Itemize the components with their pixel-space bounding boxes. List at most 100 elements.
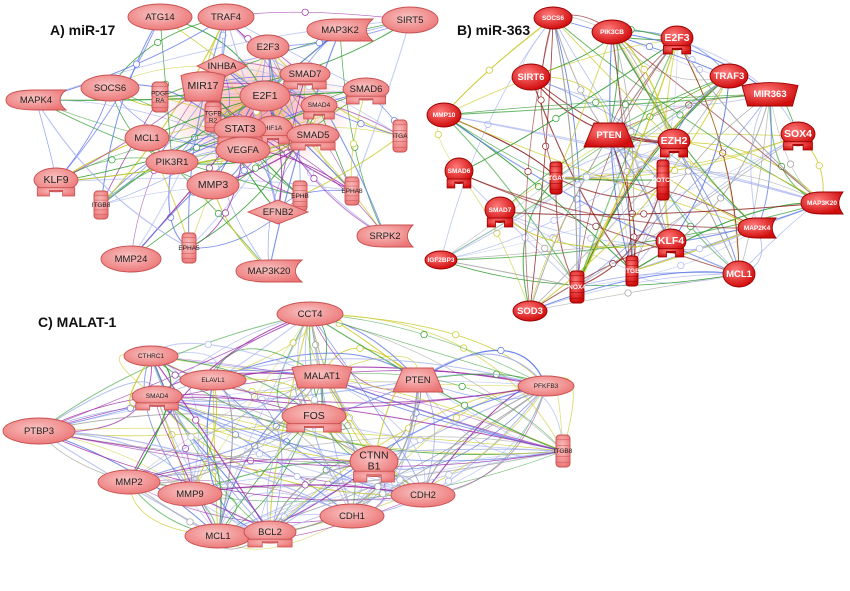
panel-b-node-smad6[interactable]: SMAD6	[444, 157, 474, 189]
panel-c-node-smad4[interactable]: SMAD4	[131, 385, 183, 411]
panel-a-node-mmp3[interactable]: MMP3	[186, 170, 240, 200]
panel-a-node-mcl1[interactable]: MCL1	[124, 124, 170, 152]
panel-a-node-vegfa[interactable]: VEGFA	[215, 136, 271, 164]
panel-b-edge	[443, 114, 823, 204]
panel-b-node-mcl1[interactable]: MCL1	[722, 260, 756, 288]
panel-a-node-traf4[interactable]: TRAF4	[197, 3, 255, 31]
panel-c-node-cdh2[interactable]: CDH2	[390, 482, 456, 508]
panel-c-node-shape	[131, 385, 183, 407]
panel-c-node-shape	[349, 445, 399, 478]
panel-c-edge-marker	[416, 436, 424, 444]
panel-c-node-mmp9[interactable]: MMP9	[157, 481, 223, 507]
panel-c-node-itgb8[interactable]: ITGB8	[554, 434, 573, 468]
panel-a-edge	[100, 16, 227, 206]
panel-a-node-smad5[interactable]: SMAD5	[286, 123, 340, 151]
panel-a-node-epha5[interactable]: EPHA5	[178, 232, 200, 264]
panel-b-node-label: SMAD7	[489, 206, 512, 213]
panel-b-node-map3k20[interactable]: MAP3K20	[800, 191, 844, 215]
panel-b-edge-marker	[786, 160, 795, 168]
panel-c-node-label: CDH2	[410, 490, 436, 501]
panel-c-node-cct4[interactable]: CCT4	[276, 301, 344, 327]
panel-a-node-socs6[interactable]: SOCS6	[80, 74, 140, 102]
panel-a-node-mir17[interactable]: MIR17	[180, 71, 226, 102]
panel-b-edge	[529, 75, 730, 312]
panel-a-node-efnb2[interactable]: EFNB2	[246, 199, 310, 225]
panel-b-edge	[443, 93, 771, 116]
panel-a-node-label: EPHA8	[341, 188, 363, 195]
panel-b-node-klf4[interactable]: KLF4	[655, 228, 687, 258]
panel-c-node-cdh1[interactable]: CDH1	[319, 503, 385, 529]
panel-c-node-elavl1[interactable]: ELAVL1	[179, 369, 247, 391]
panel-a-node-itgb8[interactable]: ITGB8	[92, 190, 111, 220]
panel-a-node-sirt5[interactable]: SIRT5	[381, 6, 439, 34]
panel-a-node-srpk2[interactable]: SRPK2	[356, 224, 415, 248]
panel-a-node-klf9[interactable]: KLF9	[33, 167, 79, 197]
panel-c-node-shape	[157, 481, 223, 507]
panel-c-node-fos[interactable]: FOS	[281, 403, 347, 433]
panel-b-node-smad7[interactable]: SMAD7	[484, 196, 516, 228]
panel-b-node-pik3cb[interactable]: PIK3CB	[591, 19, 633, 45]
panel-b-node-shape	[533, 6, 573, 30]
panel-b-node-label: E2F3	[664, 32, 689, 44]
panel-b-edge	[529, 271, 740, 312]
panel-b-node-notch[interactable]: NOTCH	[651, 159, 675, 201]
panel-b-node-sox4[interactable]: SOX4	[780, 121, 816, 151]
panel-b-node-traf3[interactable]: TRAF3	[709, 63, 749, 89]
panel-c-edge	[38, 430, 353, 517]
panel-a-node-smad6[interactable]: SMAD6	[342, 77, 390, 105]
panel-a-node-map3k2[interactable]: MAP3K2	[306, 18, 375, 42]
panel-a-tf-base	[346, 95, 386, 105]
panel-a-node-smad7[interactable]: SMAD7	[279, 62, 331, 90]
panel-b-node-sod3[interactable]: SOD3	[512, 300, 548, 322]
panel-b-node-socs6[interactable]: SOCS6	[533, 6, 573, 30]
panel-a-node-mmp24[interactable]: MMP24	[100, 245, 162, 273]
panel-b-node-nox4[interactable]: NOX4	[568, 270, 586, 304]
panel-c-node-pfkfb3[interactable]: PFKFB3	[517, 375, 575, 397]
panel-a-node-itga[interactable]: ITGA	[392, 119, 408, 153]
panel-a-node-epha8[interactable]: EPHA8	[341, 176, 363, 206]
panel-a-node-mapk4[interactable]: MAPK4	[5, 89, 68, 111]
panel-a-node-atg14[interactable]: ATG14	[127, 3, 193, 31]
panel-b-node-mir363[interactable]: MIR363	[741, 82, 799, 107]
panel-b-node-pten[interactable]: PTEN	[583, 122, 635, 148]
panel-c-node-pten[interactable]: PTEN	[392, 367, 444, 393]
panel-b-edge	[440, 259, 578, 288]
panel-b-node-sirt6[interactable]: SIRT6	[511, 63, 551, 91]
panel-c-node-cthrc1[interactable]: CTHRC1	[123, 345, 179, 367]
panel-c-edge	[156, 397, 353, 517]
panel-b-node-mmp10[interactable]: MMP10	[426, 102, 462, 128]
panel-b-node-e2f3[interactable]: E2F3	[660, 25, 694, 55]
panel-a-node-map3k20[interactable]: MAP3K20	[235, 259, 304, 283]
panel-a-node-ephb[interactable]: EPHB	[291, 180, 309, 212]
panel-b-edge-marker	[695, 245, 704, 253]
panel-a-node-label: EFNB2	[263, 207, 294, 218]
panel-c-node-ptbp3[interactable]: PTBP3	[2, 417, 76, 445]
panel-b-edge-marker	[677, 261, 685, 270]
panel-a-title: A) miR-17	[50, 22, 116, 38]
panel-c-node-mcl1[interactable]: MCL1	[184, 523, 252, 549]
panel-b-node-igf2bp3[interactable]: IGF2BP3	[424, 250, 458, 270]
panel-b-edge-marker	[521, 234, 529, 242]
panel-b-node-label: ITGAV	[546, 175, 566, 182]
panel-b-node-itgav[interactable]: ITGAV	[546, 161, 566, 195]
panel-a-node-e2f3[interactable]: E2F3	[246, 34, 290, 60]
panel-a-node-shape	[197, 3, 255, 31]
panel-c-edge-marker	[258, 395, 266, 403]
panel-b-title: B) miR-363	[457, 22, 530, 38]
panel-b-node-ezh2[interactable]: EZH2	[657, 128, 691, 158]
panel-c-edge-marker	[452, 414, 460, 422]
panel-c-edge-marker	[310, 396, 319, 404]
panel-b-edge	[576, 75, 730, 288]
panel-b-node-label: MCL1	[726, 269, 753, 280]
panel-a-node-e2f1[interactable]: E2F1	[239, 80, 291, 112]
panel-b-node-itgb[interactable]: ITGB	[624, 255, 640, 287]
panel-a-node-smad4[interactable]: SMAD4	[300, 94, 338, 120]
panel-c-node-mmp2[interactable]: MMP2	[97, 469, 161, 495]
panel-a-node-pik3r1[interactable]: PIK3R1	[145, 149, 199, 175]
panel-c-node-bcl2[interactable]: BCL2	[243, 520, 297, 548]
panel-b-node-map2k4[interactable]: MAP2K4	[737, 217, 777, 239]
panel-c-node-malat1[interactable]: MALAT1	[291, 364, 353, 389]
